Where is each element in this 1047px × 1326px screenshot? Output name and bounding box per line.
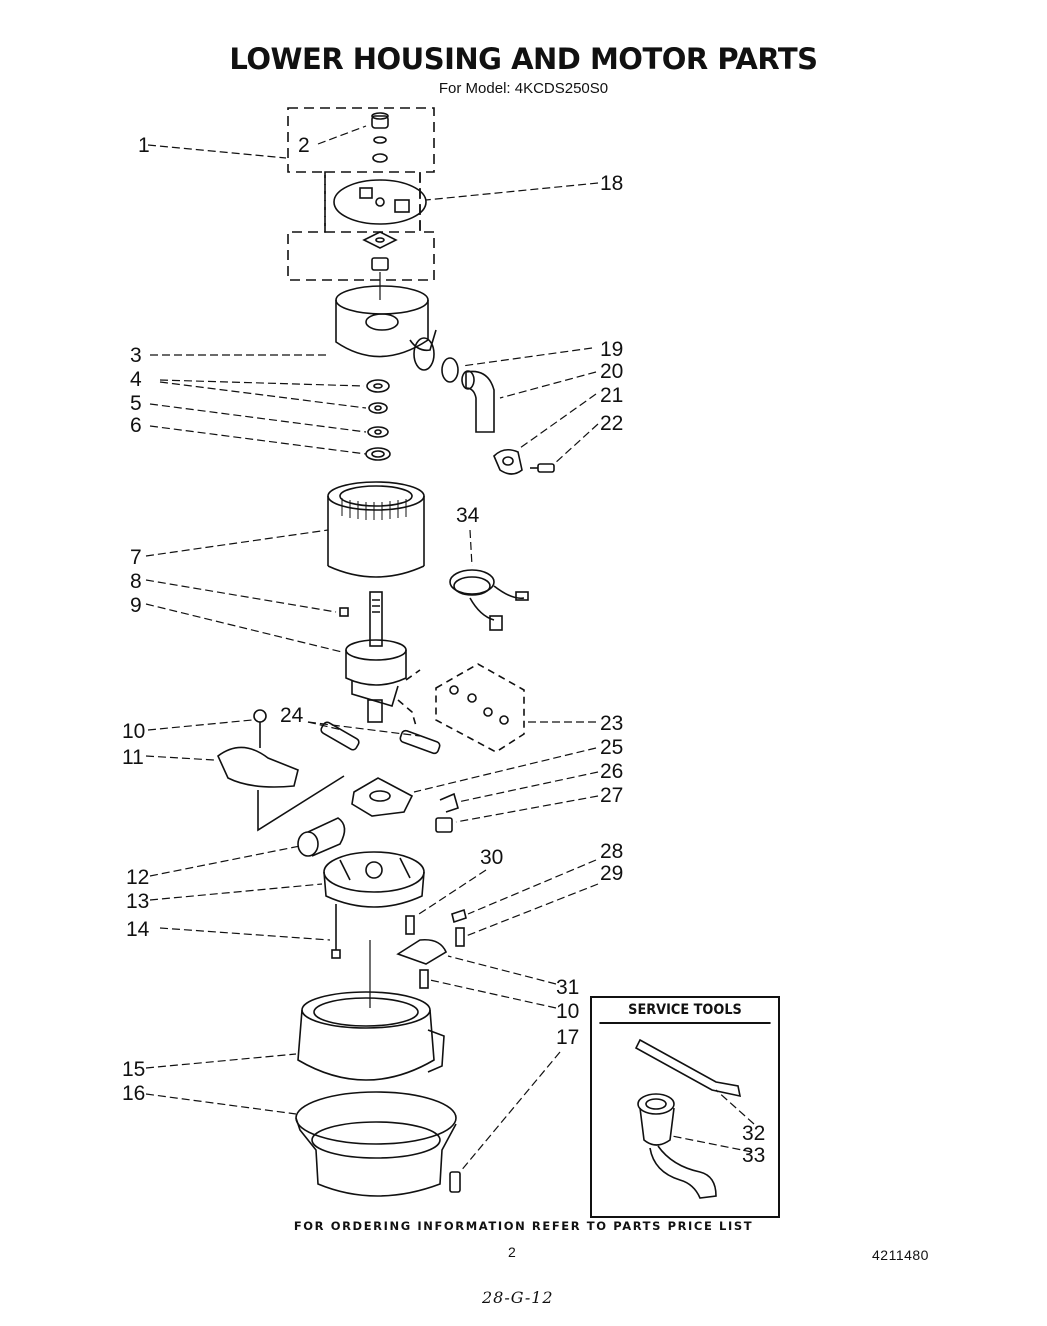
part-14-bolt — [331, 904, 341, 959]
part-13-motor-end-frame — [323, 851, 425, 908]
callout-34: 34 — [456, 504, 480, 527]
callout-10: 10 — [122, 720, 145, 743]
part-16-bottom-shell — [295, 1091, 457, 1197]
part-10-screw — [253, 709, 267, 748]
callout-26: 26 — [600, 760, 623, 783]
callout-32: 32 — [742, 1122, 765, 1145]
callout-17: 17 — [556, 1026, 579, 1049]
callout-21: 21 — [600, 384, 623, 407]
part-29-screw — [455, 927, 465, 947]
callout-23: 23 — [600, 712, 623, 735]
part-34-power-cord — [449, 569, 529, 631]
part-10-lower-screw — [419, 969, 429, 989]
part-26-clip — [439, 792, 459, 813]
callout-18: 18 — [600, 172, 623, 195]
callout-14: 14 — [126, 918, 150, 941]
callout-2: 2 — [298, 134, 310, 157]
model-subtitle: For Model: 4KCDS250S0 — [438, 80, 609, 97]
callout-5: 5 — [130, 392, 142, 415]
part-19-gasket — [441, 357, 459, 383]
page-title: LOWER HOUSING AND MOTOR PARTS — [229, 42, 818, 76]
callout-24: 24 — [280, 704, 304, 727]
part-32-wrench — [634, 1038, 742, 1098]
callout-30: 30 — [480, 846, 503, 869]
callout-8: 8 — [130, 570, 142, 593]
part-7-stator — [327, 481, 425, 578]
part-21-flange — [493, 448, 523, 475]
part-3-grinding-chamber — [335, 285, 437, 371]
callout-27: 27 — [600, 784, 623, 807]
callout-29: 29 — [600, 862, 623, 885]
part-11-shield — [217, 746, 345, 832]
document-number: 4211480 — [872, 1247, 929, 1263]
callout-10-lower: 10 — [556, 1000, 579, 1023]
callout-15: 15 — [122, 1058, 145, 1081]
part-6-washer — [365, 426, 391, 461]
callout-20: 20 — [600, 360, 623, 383]
part-9-rotor — [345, 591, 407, 723]
callout-3: 3 — [130, 344, 142, 367]
part-22-screw — [530, 463, 555, 473]
part-18-washer — [362, 231, 398, 271]
callout-12: 12 — [126, 866, 149, 889]
callout-28: 28 — [600, 840, 623, 863]
part-28-clip — [451, 908, 467, 924]
callout-16: 16 — [122, 1082, 145, 1105]
callout-6: 6 — [130, 414, 142, 437]
callout-1: 1 — [138, 134, 150, 157]
ordering-note: FOR ORDERING INFORMATION REFER TO PARTS … — [293, 1219, 754, 1233]
callout-22: 22 — [600, 412, 623, 435]
part-2-nut — [371, 112, 389, 163]
service-tools-title: SERVICE TOOLS — [599, 998, 771, 1024]
callout-31: 31 — [556, 976, 579, 999]
part-1-dashed-frame — [287, 107, 435, 281]
part-20-discharge-tube — [461, 370, 495, 433]
part-17-screw — [449, 1171, 461, 1193]
callout-9: 9 — [130, 594, 142, 617]
part-4-washer — [366, 379, 390, 393]
callout-13: 13 — [126, 890, 149, 913]
part-18-turntable — [333, 179, 427, 225]
page-number: 2 — [508, 1244, 516, 1260]
callout-11: 11 — [122, 746, 144, 769]
callout-4: 4 — [130, 368, 142, 391]
part-31-cover-plate — [396, 938, 448, 965]
leader-lines — [145, 125, 755, 1173]
part-27-connector — [435, 817, 453, 833]
part-15-lower-housing — [297, 991, 445, 1081]
part-30-screw — [405, 915, 415, 935]
part-12-capacitor — [297, 817, 346, 857]
callout-7: 7 — [130, 546, 142, 569]
callout-19: 19 — [600, 338, 623, 361]
part-5-seal — [368, 402, 388, 414]
handwritten-code: 28-G-12 — [482, 1288, 554, 1307]
part-25-terminal-block — [351, 777, 414, 817]
callout-25: 25 — [600, 736, 623, 759]
part-8-key — [339, 607, 349, 617]
part-33-stopper — [637, 1093, 717, 1199]
service-tools-box: SERVICE TOOLS — [590, 996, 780, 1218]
callout-33: 33 — [742, 1144, 765, 1167]
part-23-overload-protector — [435, 663, 525, 753]
